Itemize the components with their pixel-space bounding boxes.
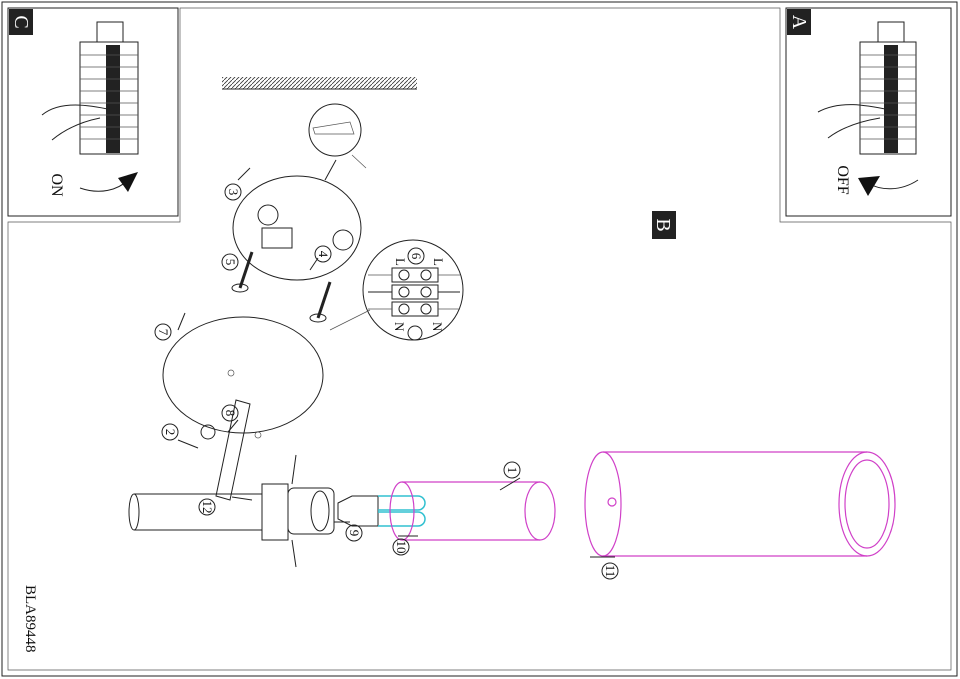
step-3: 3 (226, 189, 241, 196)
step-11: 11 (603, 565, 618, 578)
canopy (162, 316, 324, 501)
terminal-block-callout: L L N N (329, 239, 464, 341)
neutral-right-label: N (430, 322, 445, 332)
step-6: 6 (409, 253, 424, 260)
panel-a-letter: A (788, 15, 810, 30)
direction-arrows (177, 167, 615, 558)
inner-glass (389, 481, 556, 541)
neutral-left-label: N (392, 322, 407, 332)
rotate-arrow-icon (869, 179, 919, 190)
step-9: 9 (347, 530, 362, 537)
panel-c-switch-on: C ON (7, 7, 179, 217)
mounting-plate (231, 159, 362, 323)
bulb (337, 495, 426, 527)
step-1: 1 (505, 467, 520, 474)
step-5: 5 (223, 259, 238, 266)
outer-glass (584, 451, 896, 557)
live-right-label: L (431, 258, 446, 266)
panel-c-caption: ON (48, 173, 65, 197)
step-8: 8 (223, 410, 238, 417)
main-frame (7, 7, 952, 671)
step-4: 4 (316, 251, 331, 258)
breaker-panel-icon (41, 21, 139, 155)
live-left-label: L (393, 258, 408, 266)
panel-c-letter: C (10, 15, 32, 28)
document-code: BLA89448 (22, 585, 38, 653)
ceiling-hatch (222, 77, 417, 89)
step-10: 10 (394, 541, 409, 554)
step-7: 7 (156, 329, 171, 336)
wall-plug-callout (308, 103, 362, 157)
step-12: 12 (200, 501, 215, 514)
ground-icon (407, 325, 423, 341)
step-2: 2 (163, 429, 178, 436)
panel-a-caption: OFF (834, 165, 851, 194)
lamp-body (128, 454, 335, 568)
panel-a-switch-off: A OFF (785, 7, 952, 217)
step-numbers: 1 2 3 4 5 6 7 8 9 10 11 12 (154, 183, 619, 580)
panel-b-letter: B (652, 218, 674, 231)
breaker-panel-icon (817, 21, 917, 155)
